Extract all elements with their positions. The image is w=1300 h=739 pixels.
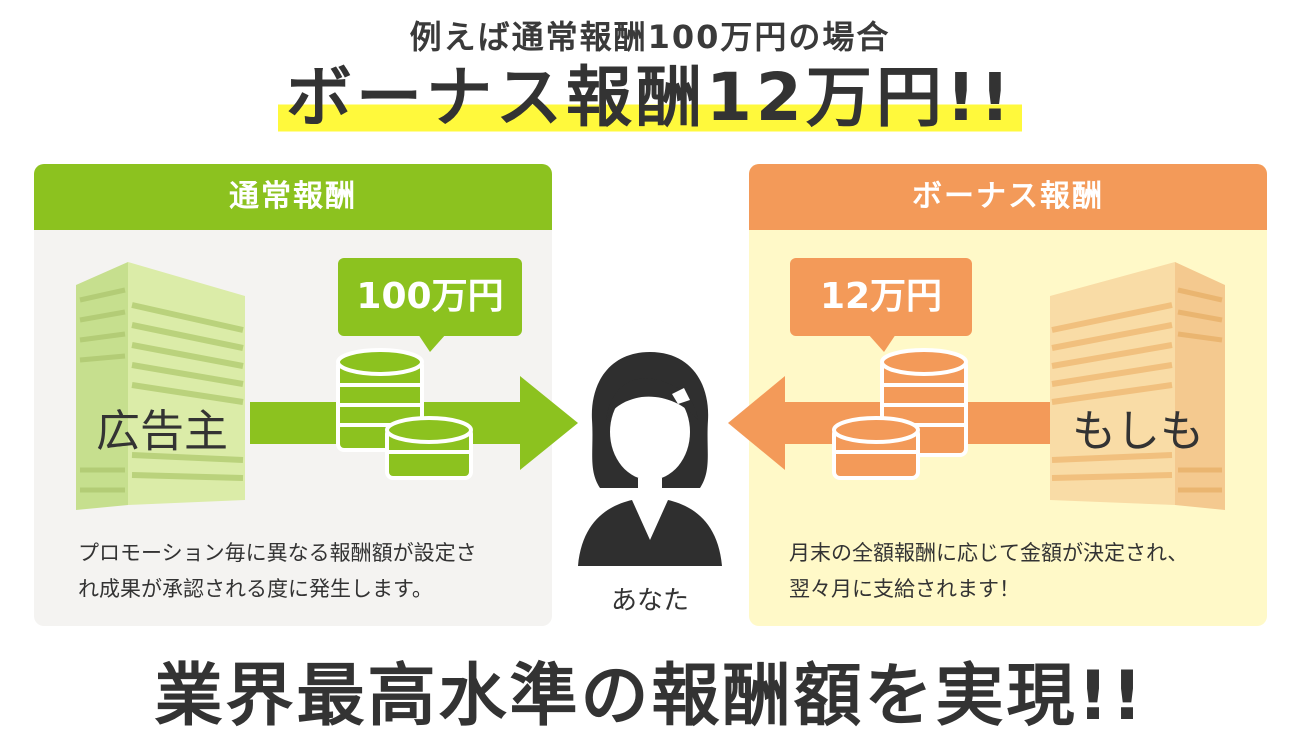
- coin-stack-icon: [336, 348, 473, 480]
- building-icon: [1050, 262, 1225, 510]
- bonus-reward-title: ボーナス報酬: [749, 164, 1267, 230]
- headline: ボーナス報酬12万円!!: [277, 58, 1023, 138]
- subtitle: 例えば通常報酬100万円の場合: [409, 18, 891, 56]
- advertiser-label: 広告主: [96, 406, 228, 457]
- bonus-reward-description: 月末の全額報酬に応じて金額が決定され、 翌々月に支給されます！: [789, 535, 1249, 607]
- normal-reward-description: プロモーション毎に異なる報酬額が設定さ れ成果が承認される度に発生します。: [78, 535, 538, 607]
- normal-reward-description-line1: プロモーション毎に異なる報酬額が設定さ: [78, 541, 477, 565]
- normal-reward-amount: 100万円: [338, 258, 522, 336]
- bonus-reward-description-line2: 翌々月に支給されます！: [789, 577, 1020, 601]
- bottom-title: 業界最高水準の報酬額を実現!!: [154, 657, 1146, 736]
- moshimo-label: もしも: [1072, 406, 1204, 457]
- normal-reward-panel: 通常報酬: [34, 164, 552, 626]
- bonus-reward-amount: 12万円: [790, 258, 972, 336]
- normal-reward-description-line2: れ成果が承認される度に発生します。: [78, 577, 433, 601]
- coin-stack-icon: [832, 348, 968, 480]
- you-label: あなた: [610, 586, 689, 616]
- normal-reward-title: 通常報酬: [34, 164, 552, 230]
- headline-wrap: ボーナス報酬12万円!!: [0, 58, 1300, 138]
- person-icon: [578, 352, 722, 566]
- bonus-reward-description-line1: 月末の全額報酬に応じて金額が決定され、: [789, 541, 1189, 565]
- building-icon: [76, 262, 245, 510]
